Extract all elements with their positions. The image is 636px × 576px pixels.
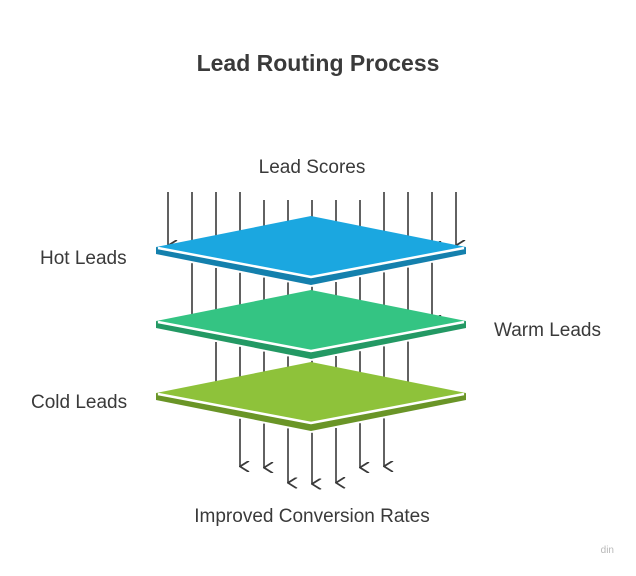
cold-leads-plate-highlight [157,392,465,425]
warm-leads-label: Warm Leads [494,320,601,341]
cold-leads-label: Cold Leads [31,392,128,413]
hot-leads-plate-right-edge [311,247,466,285]
warm-leads-plate-top-face [156,290,466,352]
output-label: Improved Conversion Rates [194,506,430,527]
hot-leads-plate [156,216,466,285]
diagram-title: Lead Routing Process [196,50,440,76]
hot-leads-plate-top-face [156,216,466,278]
cold-leads-plate-top-face [156,362,466,424]
cold-leads-plate-right-edge [311,393,466,431]
hot-leads-plate-left-edge [156,247,311,285]
cold-leads-plate [156,362,466,431]
warm-leads-plate [156,290,466,359]
hot-leads-plate-highlight [157,246,465,279]
cold-leads-plate-left-edge [156,393,311,431]
arrows-bottom [240,418,384,484]
warm-leads-plate-right-edge [311,321,466,359]
input-label: Lead Scores [258,157,366,178]
hot-leads-label: Hot Leads [40,248,127,269]
watermark: din [600,545,614,556]
warm-leads-plate-highlight [157,320,465,353]
warm-leads-plate-left-edge [156,321,311,359]
